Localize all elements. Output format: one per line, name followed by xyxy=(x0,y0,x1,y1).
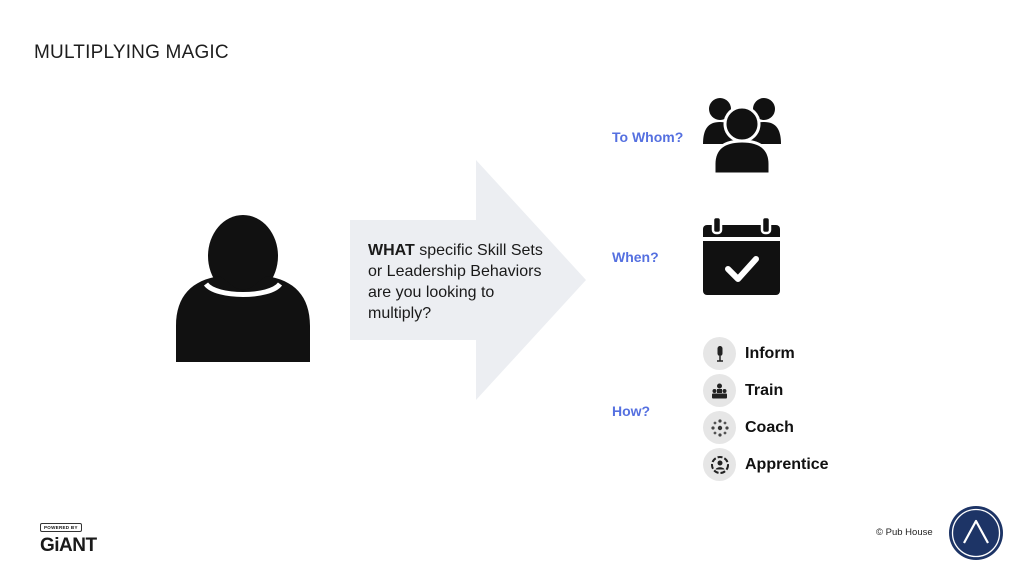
how-item-coach: Coach xyxy=(703,411,794,444)
slide-title: MULTIPLYING MAGIC xyxy=(34,42,229,63)
how-item-train: Train xyxy=(703,374,783,407)
how-item-label: Apprentice xyxy=(745,455,829,473)
how-label: How? xyxy=(612,403,651,419)
arrow-text: WHAT specific Skill Sets or Leadership B… xyxy=(368,240,548,324)
group-icon xyxy=(703,98,781,174)
arrow-shape xyxy=(350,160,586,400)
mentor-icon xyxy=(703,448,736,481)
microphone-icon xyxy=(703,337,736,370)
when-label: When? xyxy=(612,249,659,265)
arrow-text-bold: WHAT xyxy=(368,242,415,259)
how-item-label: Inform xyxy=(745,344,795,362)
calendar-check-icon xyxy=(703,217,780,295)
person-icon xyxy=(176,215,310,362)
giant-logo: POWERED BY GiANT xyxy=(40,516,110,555)
giant-wordmark: GiANT xyxy=(40,535,97,556)
pub-house-badge-icon xyxy=(949,506,1003,560)
how-item-apprentice: Apprentice xyxy=(703,448,829,481)
how-item-label: Coach xyxy=(745,418,794,436)
network-icon xyxy=(703,411,736,444)
copyright-text: © Pub House xyxy=(876,527,933,538)
how-item-inform: Inform xyxy=(703,337,795,370)
how-item-label: Train xyxy=(745,381,784,399)
audience-icon xyxy=(703,374,736,407)
to-whom-label: To Whom? xyxy=(612,129,684,145)
powered-by-tag: POWERED BY xyxy=(40,523,82,532)
arrow-text-body: specific Skill Sets or Leadership Behavi… xyxy=(368,242,543,322)
